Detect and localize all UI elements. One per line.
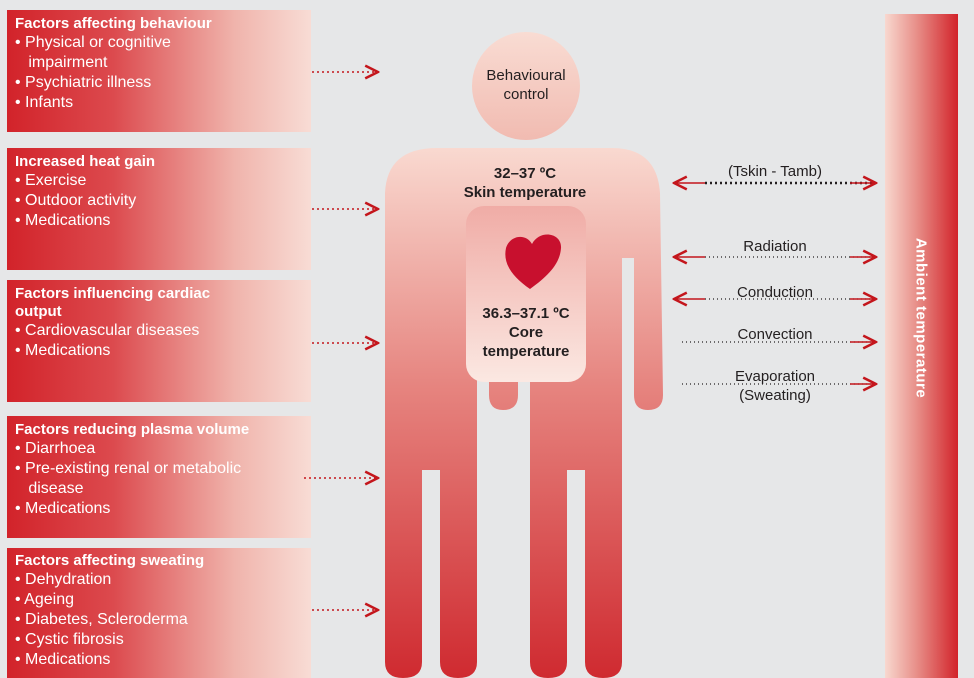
skin-temperature-label: 32–37 ºC Skin temperature [430,164,620,202]
panel-item: disease [15,480,84,497]
panel-title: Factors reducing plasma volume [15,421,250,438]
panel-item: • Physical or cognitive [15,34,171,51]
core-temperature-label: 36.3–37.1 ºC Core temperature [462,304,590,361]
panel-item: • Infants [15,94,74,111]
conduction-label: Conduction [737,284,813,301]
head-label-line1: Behavioural [486,67,566,84]
skin-temp-text: Skin temperature [463,184,587,201]
panel-item: • Psychiatric illness [15,74,152,91]
evaporation-label: Evaporation (Sweating) [700,367,850,405]
panel-title: Factors affecting sweating [15,552,205,569]
heart-icon [505,234,562,289]
panel-item: • Medications [15,500,111,517]
panel-item: • Diabetes, Scleroderma [15,611,188,628]
evaporation-text: Evaporation [734,368,816,385]
panel-title-cont: output [15,303,62,320]
head-label: Behavioural control [472,66,580,104]
gradient-label: (Tskin - Tamb) [728,163,822,180]
panel-plasma-volume: Factors reducing plasma volume • Diarrho… [7,416,311,538]
convection-label: Convection [737,326,813,343]
panel-title: Factors affecting behaviour [15,15,212,32]
panel-item: • Diarrhoea [15,440,96,457]
panel-behaviour: Factors affecting behaviour • Physical o… [7,10,311,132]
panel-title: Factors influencing cardiac [15,285,211,302]
core-label-line1: Core [508,324,544,341]
exchange-arrows [674,183,876,384]
panel-item: • Medications [15,212,111,229]
panel-item: impairment [15,54,108,71]
head [472,32,580,140]
sweating-text: (Sweating) [739,387,811,404]
head-label-line2: control [503,86,549,103]
panel-item: • Outdoor activity [15,192,137,209]
panel-sweating: Factors affecting sweating • Dehydration… [7,548,311,678]
panel-item: • Medications [15,651,111,668]
panel-item: • Cystic fibrosis [15,631,124,648]
panel-item: • Cardiovascular diseases [15,322,200,339]
core-label-line2: temperature [482,343,570,360]
panel-heat-gain: Increased heat gain • Exercise • Outdoor… [7,148,311,270]
panel-cardiac-output: Factors influencing cardiac output • Car… [7,280,311,402]
body-silhouette [385,148,663,678]
left-arrows [304,72,378,610]
panel-item: • Ageing [15,591,74,608]
radiation-label: Radiation [743,238,807,255]
panel-item: • Pre-existing renal or metabolic [15,460,242,477]
panel-title: Increased heat gain [15,153,156,170]
core-temp-value: 36.3–37.1 ºC [482,305,570,322]
skin-temp-value: 32–37 ºC [493,165,557,182]
ambient-temperature-bar [885,14,958,678]
ambient-temperature-label: Ambient temperature [912,237,930,399]
panel-item: • Medications [15,342,111,359]
panel-item: • Exercise [15,172,87,189]
panel-item: • Dehydration [15,571,112,588]
